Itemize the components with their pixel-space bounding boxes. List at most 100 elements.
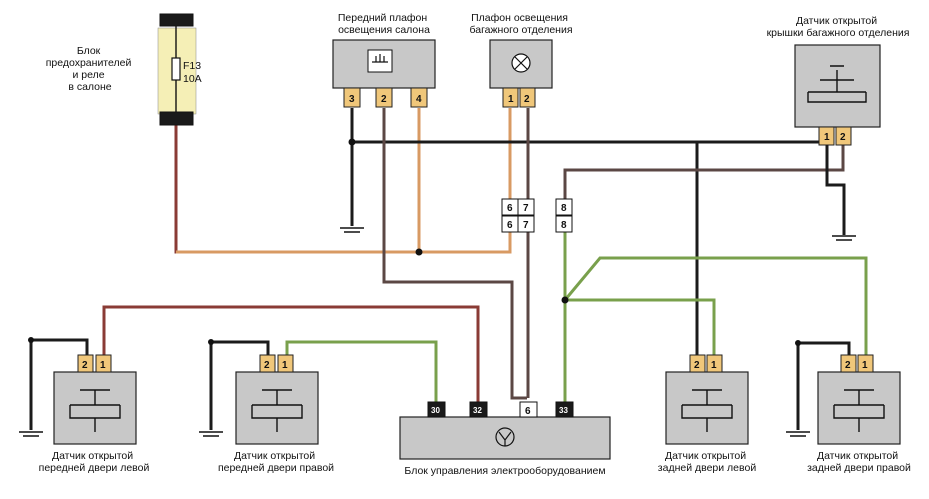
front-lamp-pin-3 — [343, 87, 361, 108]
wire-fuse-orange — [174, 125, 178, 254]
junction-dot — [415, 248, 423, 256]
rl-door-body — [665, 371, 749, 445]
rr-door-label: Датчик открытой задней двери правой — [807, 450, 911, 474]
front-lamp-pin-2-label: 2 — [381, 94, 387, 105]
ground-icon — [340, 227, 364, 233]
wire-brown-lamp-pin2 — [382, 108, 527, 400]
control-unit-pin-30 — [427, 401, 446, 418]
junction-dot — [348, 138, 356, 146]
rr-door-body — [817, 371, 901, 445]
ground-wire-fl — [29, 338, 89, 430]
rl-door-pin-2 — [689, 354, 706, 373]
connector-7-bottom — [517, 215, 535, 233]
ground-wire-fr — [209, 340, 270, 430]
conn-7-bottom-label: 7 — [523, 220, 529, 231]
trunk-lamp-pin-1-label: 1 — [508, 94, 514, 105]
control-unit-pin-6 — [519, 401, 538, 418]
wire-black-horizontal — [352, 140, 699, 355]
control-unit-icon-mark — [498, 431, 512, 446]
rr-door-pin-2-label: 2 — [845, 360, 851, 371]
fr-door-pin-2-label: 2 — [264, 360, 270, 371]
junctions — [28, 138, 801, 346]
trunk-sensor-pin-2 — [835, 126, 852, 146]
rl-door-pin-2-label: 2 — [694, 360, 700, 371]
control-unit-pin-30-label: 30 — [431, 406, 440, 415]
fl-door-pin-1-label: 1 — [100, 360, 106, 371]
control-unit-pin-33-label: 33 — [559, 406, 568, 415]
switch-icon — [681, 389, 733, 432]
conn-6-bottom-label: 6 — [507, 220, 513, 231]
wire-green-front-right — [285, 340, 438, 408]
junction-dot — [28, 337, 34, 343]
control-unit-pin-32-label: 32 — [473, 406, 482, 415]
fuse-block-label: Блок предохранителей и реле в салоне — [46, 45, 135, 93]
connector-block: 6 7 8 6 7 8 — [501, 198, 573, 233]
front-lamp-pin-2 — [375, 87, 393, 108]
control-unit-label: Блок управления электрооборудованием — [404, 465, 605, 477]
connector-8-top — [555, 198, 573, 216]
front-lamp-pin-4-label: 4 — [416, 94, 422, 105]
fr-door-pin-2 — [259, 354, 276, 373]
fuse-id: F13 — [183, 60, 201, 72]
control-unit-pin-6-label: 6 — [525, 406, 531, 417]
trunk-sensor-pin-2-label: 2 — [840, 132, 846, 143]
switch-icon — [833, 389, 885, 432]
fl-door-pin-1 — [95, 354, 112, 373]
trunk-lamp-label: Плафон освещения багажного отделения — [469, 12, 572, 36]
rl-door-pin-1-label: 1 — [711, 360, 717, 371]
fr-door-body — [235, 371, 319, 445]
rr-door-pin-1-label: 1 — [862, 360, 868, 371]
rear-left-door-sensor: 2 1 Датчик открытой задней двери левой — [658, 354, 757, 474]
fr-door-pin-1-label: 1 — [282, 360, 288, 371]
trunk-lamp-pin-1 — [502, 87, 519, 108]
conn-7-top-label: 7 — [523, 203, 529, 214]
trunk-lamp-pin-2-label: 2 — [524, 94, 530, 105]
wire-black-to-trunk-sensor — [697, 140, 829, 145]
rl-door-pin-1 — [706, 354, 723, 373]
conn-8-bottom-label: 8 — [561, 220, 567, 231]
wires — [102, 108, 868, 408]
front-lamp-pin-3-label: 3 — [349, 94, 355, 105]
ground-icon — [832, 235, 856, 241]
trunk-lamp: Плафон освещения багажного отделения 1 2 — [469, 12, 573, 108]
rr-door-pin-1 — [857, 354, 874, 373]
trunk-sensor-ground-wire — [825, 145, 846, 235]
fuse-rating: 10A — [183, 73, 202, 85]
ground-icon — [19, 431, 43, 437]
front-lamp-label: Передний плафон освещения салона — [338, 12, 430, 36]
fr-door-label: Датчик открытой передней двери правой — [218, 450, 334, 474]
junction-dot — [561, 296, 569, 304]
fl-door-pin-2-label: 2 — [82, 360, 88, 371]
junction-dot — [795, 340, 801, 346]
switch-icon — [251, 389, 303, 432]
switch-icon — [807, 65, 867, 103]
wire-green-rear-left — [565, 298, 716, 355]
connector-8-bottom — [555, 215, 573, 233]
wire-orange-to-trunk-lamp — [419, 108, 512, 254]
switch-icon — [69, 389, 121, 432]
rr-door-pin-2 — [840, 354, 857, 373]
ground-wire-rr — [796, 341, 851, 430]
electrical-control-unit: 30 32 6 33 Блок управления электрооборуд… — [399, 401, 611, 477]
front-right-door-sensor: 2 1 Датчик открытой передней двери право… — [218, 354, 334, 474]
junction-dot — [208, 339, 214, 345]
control-unit-body — [399, 416, 611, 460]
trunk-lamp-body — [489, 39, 553, 89]
trunk-sensor-label: Датчик открытой крышки багажного отделен… — [767, 15, 910, 39]
fl-door-label: Датчик открытой передней двери левой — [39, 450, 150, 474]
wire-green-rear-right — [563, 256, 868, 355]
control-unit-pin-32 — [469, 401, 488, 418]
fuse-element — [171, 57, 181, 81]
ground-icon — [199, 431, 223, 437]
wire-maroon-front-left — [102, 305, 480, 408]
control-unit-pin-33 — [555, 401, 574, 418]
front-interior-lamp: Передний плафон освещения салона 3 2 4 — [332, 12, 436, 108]
fuse-terminal-bottom — [159, 111, 194, 126]
wire-brown-trunk-sensor — [563, 145, 845, 205]
trunk-lamp-pin-2 — [519, 87, 536, 108]
fuse-terminal-top — [159, 13, 194, 27]
rl-door-label: Датчик открытой задней двери левой — [658, 450, 757, 474]
ground-icon — [786, 431, 810, 437]
rear-right-door-sensor: 2 1 Датчик открытой задней двери правой — [807, 354, 911, 474]
